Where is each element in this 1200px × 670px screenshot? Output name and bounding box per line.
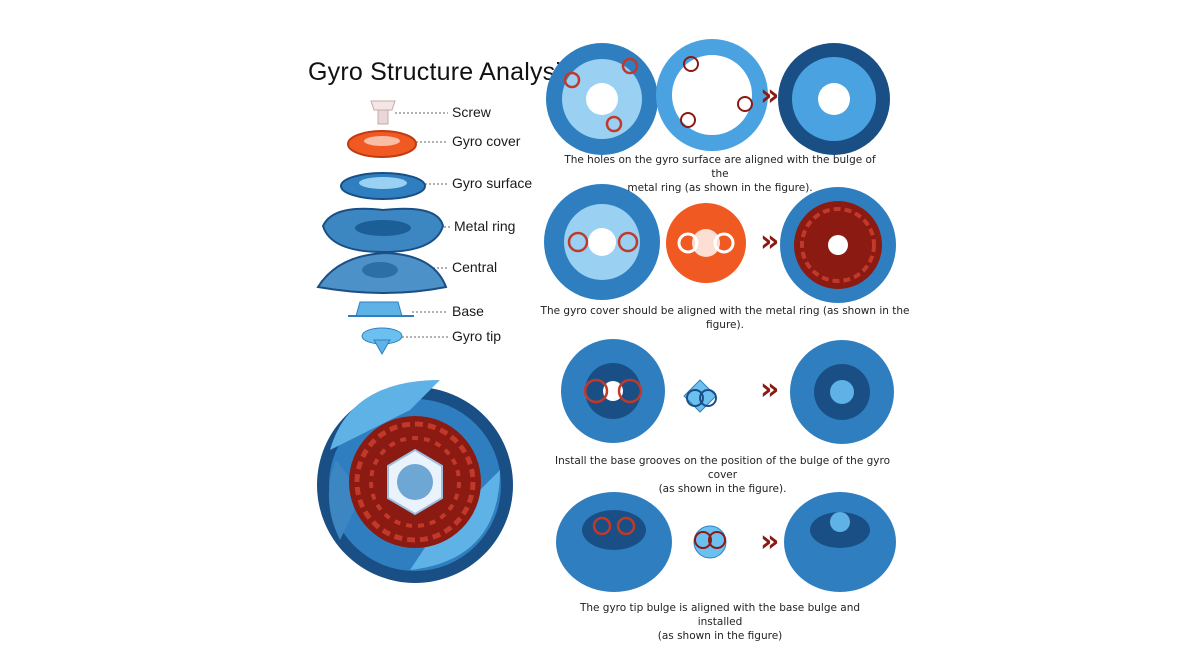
base-part: [348, 301, 414, 317]
step-4-arrow: »: [760, 524, 780, 559]
step-1-caption: The holes on the gyro surface are aligne…: [560, 153, 880, 195]
gyro-tip-part: [361, 327, 403, 356]
step-4-caption-line-1: The gyro tip bulge is aligned with the b…: [579, 602, 861, 628]
part-label-gyro-surface: Gyro surface: [452, 175, 533, 191]
part-label-gyro-tip: Gyro tip: [452, 328, 502, 344]
step-1-images: [546, 39, 890, 155]
step-4-caption-line-2: (as shown in the figure): [657, 630, 783, 642]
assembled-top-image: [317, 380, 513, 583]
part-label-screw: Screw: [452, 104, 491, 120]
gyro-cover-part: [347, 130, 417, 158]
step-3-caption-line-2: (as shown in the figure).: [658, 483, 787, 495]
part-label-gyro-cover: Gyro cover: [452, 133, 521, 149]
gyro-surface-part: [340, 172, 426, 200]
page-title: Gyro Structure Analysi: [308, 58, 562, 86]
step-4-caption: The gyro tip bulge is aligned with the b…: [560, 601, 880, 643]
step-3-caption-line-1: Install the base grooves on the position…: [554, 455, 891, 481]
part-label-central: Central: [452, 259, 498, 275]
step-3-images: [561, 339, 894, 444]
step-4-images: [556, 492, 896, 592]
central-part: [316, 251, 448, 294]
step-3-arrow: »: [760, 372, 780, 407]
screw-part: [370, 100, 396, 125]
step-1-caption-line-2: metal ring (as shown in the figure).: [627, 182, 813, 194]
step-2-caption-line-1: The gyro cover should be aligned with th…: [540, 305, 910, 331]
part-label-metal-ring: Metal ring: [454, 218, 516, 234]
metal-ring-part: [321, 207, 445, 254]
step-2-arrow: »: [760, 224, 780, 259]
part-label-base: Base: [452, 303, 484, 319]
step-2-caption: The gyro cover should be aligned with th…: [530, 304, 920, 332]
step-1-arrow: »: [760, 78, 780, 113]
step-1-caption-line-1: The holes on the gyro surface are aligne…: [564, 154, 876, 180]
step-2-images: [544, 184, 896, 303]
step-3-caption: Install the base grooves on the position…: [550, 454, 895, 496]
